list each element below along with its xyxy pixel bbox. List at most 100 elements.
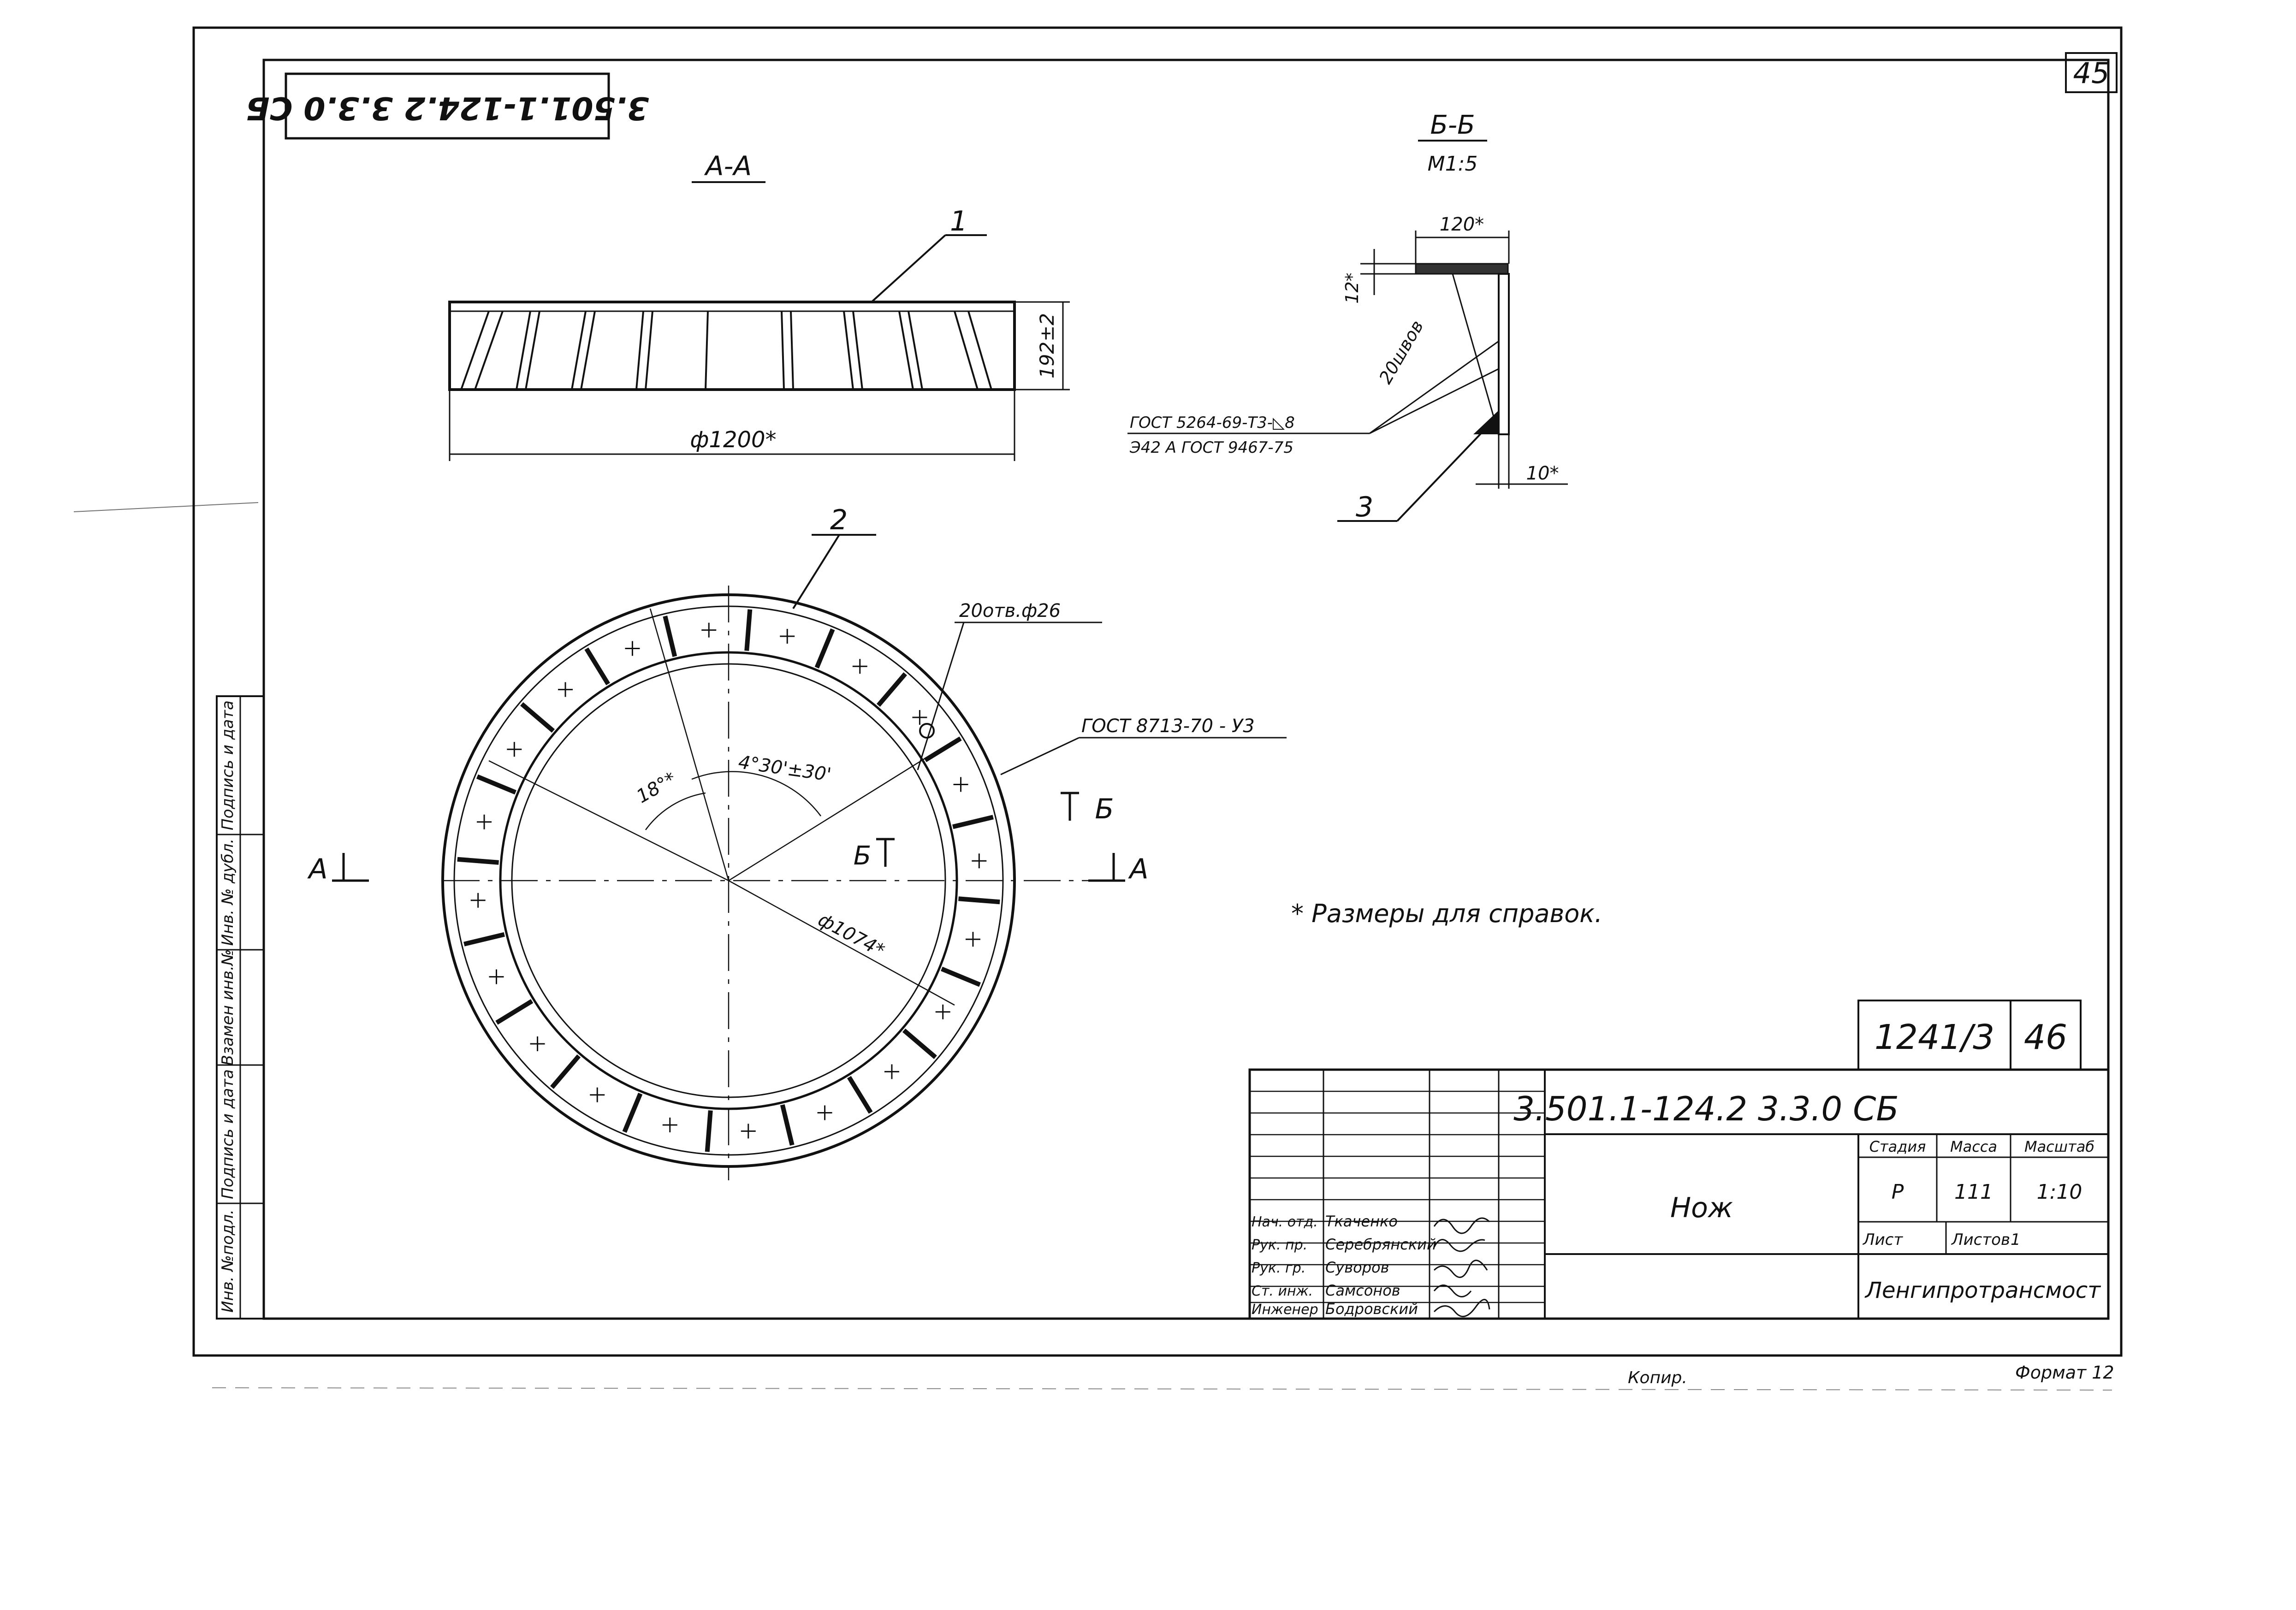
section-mark-a-right: А: [1127, 853, 1148, 885]
dim-height-192: 192±2: [1036, 313, 1058, 379]
section-b-label: Б-Б: [1430, 110, 1475, 140]
bolt-hole: [489, 969, 504, 984]
document-code: 3.501.1-124.2 3.3.0 СБ: [1513, 1089, 1899, 1128]
archive-number: 1241/3: [1875, 1018, 1994, 1057]
weld-spec-2: Э42 А ГОСТ 9467-75: [1129, 438, 1293, 457]
bolt-hole: [662, 1117, 677, 1132]
callout-3: 3: [1356, 491, 1373, 523]
bolt-hole: [953, 777, 968, 792]
left-stamp-col3: Взамен инв.№: [219, 949, 237, 1065]
bolt-hole: [965, 932, 980, 947]
bolt-hole: [590, 1087, 605, 1102]
ring-rib: [952, 815, 994, 829]
scale-value: 1:10: [2037, 1180, 2082, 1204]
sig-role-4: Инженер: [1252, 1302, 1318, 1318]
sheets-value: 1: [2011, 1231, 2021, 1249]
dim-thickness-12: 12*: [1342, 272, 1362, 303]
signature-scribbles: [1433, 1217, 1490, 1317]
plan-ribs: [457, 609, 1000, 1152]
ring-rib: [463, 932, 505, 947]
sig-role-2: Рук. гр.: [1252, 1260, 1305, 1276]
frame: [192, 26, 2123, 1357]
reference-note: * Размеры для справок.: [1291, 899, 1602, 928]
section-b-view: Б-Б М1:5 120* 12* 20швов 10* ГОСТ 5264-6…: [1127, 110, 1568, 523]
ring-rib: [705, 1110, 713, 1152]
bolt-hole: [530, 1036, 545, 1051]
sheet-ref: 46: [2024, 1018, 2067, 1057]
ring-rib: [814, 628, 835, 669]
bolt-hole: [817, 1105, 832, 1120]
sig-role-3: Ст. инж.: [1252, 1283, 1313, 1299]
bolt-hole: [780, 629, 795, 644]
page-number-box: 45: [2065, 52, 2118, 93]
left-stamp-col5: Подпись и дата: [219, 700, 237, 830]
mass-value: 111: [1954, 1180, 1993, 1204]
left-stamp-col4: Инв. № дубл.: [219, 839, 237, 946]
callout-2: 2: [830, 504, 848, 536]
section-mark-b-bottom: Б: [854, 841, 871, 871]
holes-label: 20отв.ф26: [959, 600, 1061, 622]
bolt-hole: [507, 742, 522, 757]
bolt-hole: [852, 659, 867, 674]
bolt-hole: [935, 1004, 950, 1019]
sig-name-2: Суворов: [1325, 1259, 1389, 1276]
sig-role-0: Нач. отд.: [1252, 1214, 1318, 1230]
section-mark-a-left: А: [307, 853, 327, 885]
section-a-ribs: [460, 311, 992, 390]
ring-rib: [780, 1104, 795, 1146]
ring-rib: [550, 1054, 581, 1089]
ring-rib: [622, 1093, 643, 1133]
weld-spec-1: ГОСТ 5264-69-Т3-◺8: [1130, 414, 1295, 432]
stamp-code-box: 3.501.1-124.2 3.3.0 СБ: [246, 72, 649, 140]
section-mark-b-top: Б: [1095, 793, 1114, 825]
sig-role-1: Рук. пр.: [1252, 1237, 1307, 1253]
ring-rib: [520, 702, 555, 733]
section-a-view: А-А 1: [448, 150, 1070, 461]
scale-label: Масштаб: [2024, 1138, 2094, 1155]
dim-thickness-10: 10*: [1526, 463, 1559, 484]
ring-rib: [941, 966, 981, 987]
ring-rib: [495, 999, 534, 1025]
left-stamp-col2: Подпись и дата: [219, 1069, 237, 1199]
stamp-code-rotated: 3.501.1-124.2 3.3.0 СБ: [246, 89, 649, 126]
ring-rib: [876, 672, 907, 707]
part-name: Нож: [1670, 1192, 1733, 1224]
sig-name-1: Серебрянский: [1325, 1236, 1436, 1253]
dim-width-120: 120*: [1440, 214, 1484, 235]
dim-diameter-1200: ф1200*: [690, 427, 776, 453]
ring-rib: [663, 616, 677, 657]
callout-1: 1: [950, 205, 967, 237]
ring-rib: [902, 1028, 937, 1059]
bolt-hole: [912, 710, 927, 725]
dim-diameter-1074: ф1074*: [814, 909, 888, 962]
format-label: Формат 12: [2015, 1362, 2114, 1383]
ring-rib: [958, 896, 1000, 905]
organization: Ленгипротрансмост: [1864, 1278, 2101, 1303]
left-stamp: Инв. №подл. Подпись и дата Взамен инв.№ …: [216, 695, 265, 1320]
plan-holes: [470, 622, 987, 1139]
ring-rib: [457, 857, 499, 865]
sig-name-4: Бодровский: [1325, 1300, 1418, 1318]
ring-rib: [847, 1076, 873, 1114]
left-stamp-col1: Инв. №подл.: [219, 1209, 237, 1313]
sheet-label: Лист: [1862, 1231, 1903, 1249]
ring-rib: [476, 774, 516, 795]
copied-label: Копир.: [1628, 1368, 1687, 1387]
stage-label: Стадия: [1869, 1138, 1926, 1155]
stage-value: Р: [1892, 1180, 1904, 1204]
dim-angle-18: 18°*: [633, 768, 680, 807]
sheets-label: Листов: [1951, 1231, 2010, 1249]
ring-rib: [584, 647, 611, 686]
bolt-hole: [477, 814, 492, 829]
ring-rib: [744, 609, 753, 651]
section-b-scale: М1:5: [1428, 152, 1478, 176]
bolt-hole: [741, 1124, 756, 1139]
bolt-hole: [701, 622, 717, 638]
bolt-hole: [470, 893, 486, 908]
ring-rib: [924, 736, 962, 763]
section-a-label: А-А: [704, 150, 752, 182]
mass-label: Масса: [1950, 1138, 1997, 1155]
sig-name-3: Самсонов: [1325, 1282, 1400, 1299]
bolt-hole: [884, 1064, 899, 1079]
weld-spec-ring: ГОСТ 8713-70 - У3: [1081, 716, 1255, 737]
